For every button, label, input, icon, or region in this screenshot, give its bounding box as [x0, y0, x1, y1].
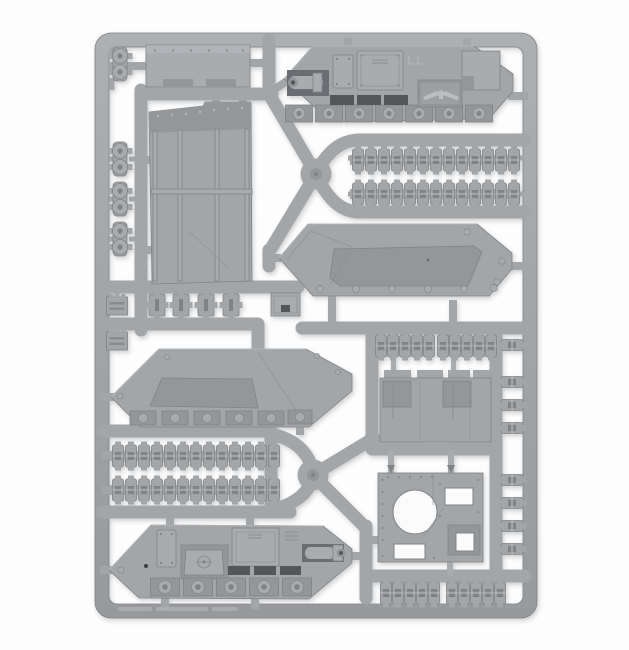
sprue: [94, 32, 538, 619]
part-mounting-bracket: [219, 291, 243, 319]
flat-hatch: [231, 527, 280, 567]
recessed-panel: [149, 377, 259, 409]
eagle-skull: [437, 90, 445, 97]
vision-slot-opening: [393, 543, 426, 560]
part-rear-ramp-inner-door: [379, 334, 492, 450]
recessed-panel: [329, 245, 483, 287]
part-hull-side-exterior-top: [283, 45, 514, 123]
part-track-link: [497, 520, 527, 532]
part-vent-grille: [106, 293, 128, 316]
hatch-opening: [444, 487, 474, 506]
hull-hatch-small: [332, 54, 354, 89]
tall-hatch: [156, 529, 177, 568]
hull-mark-LL: [408, 56, 423, 65]
part-mounting-bracket: [145, 291, 169, 319]
vent-slots: [228, 566, 301, 575]
part-roof-hatch-panel: [145, 44, 251, 88]
hull-guard-squares: [285, 104, 493, 123]
embossed-marking: [118, 607, 238, 611]
guard-squares: [150, 577, 312, 597]
part-mounting-bracket: [194, 291, 218, 319]
part-hull-side-exterior-bottom: [108, 524, 353, 600]
turret-ring-hole: [392, 489, 438, 535]
track-segment: [446, 578, 506, 608]
eagle-wing-left: [423, 91, 439, 100]
hinge-plate: [382, 380, 412, 408]
part-hull-side-interior-upper: [278, 223, 513, 297]
rivets: [381, 475, 480, 560]
track-strip: [350, 145, 520, 175]
hinge-plate: [442, 380, 472, 408]
track-strip: [110, 441, 280, 471]
mount-opening: [455, 532, 475, 552]
part-track-link: [497, 543, 527, 555]
hull-vent-slots: [330, 95, 408, 105]
part-large-access-door: [148, 101, 253, 285]
eagle-emblem-panel: [417, 79, 463, 108]
part-track-link: [497, 339, 527, 351]
track-segment: [437, 331, 497, 361]
guard-bosses: [129, 409, 313, 426]
track-segment: [380, 578, 440, 608]
track-strip: [350, 179, 520, 209]
hull-hatch-large: [356, 50, 404, 91]
part-vent-grille: [106, 328, 128, 351]
part-small-hatch: [270, 292, 301, 317]
part-track-link: [497, 474, 527, 486]
part-track-link: [497, 497, 527, 509]
part-track-link: [497, 399, 527, 411]
part-hull-side-interior-lower: [110, 348, 353, 428]
weapon-barrel: [305, 547, 335, 559]
part-hull-top-plate: [377, 450, 484, 576]
track-segment: [375, 331, 435, 361]
bottom-tab: [424, 442, 450, 450]
eagle-wing-right: [443, 91, 459, 100]
rivets: [316, 228, 506, 293]
part-track-link: [497, 422, 527, 434]
vent-marks: [285, 531, 298, 541]
part-track-link: [497, 376, 527, 388]
door-ribs: [150, 128, 253, 282]
part-mounting-bracket: [169, 291, 193, 319]
central-hatch: [180, 544, 229, 580]
track-strip: [110, 475, 280, 505]
sprue-frame: [94, 32, 538, 619]
